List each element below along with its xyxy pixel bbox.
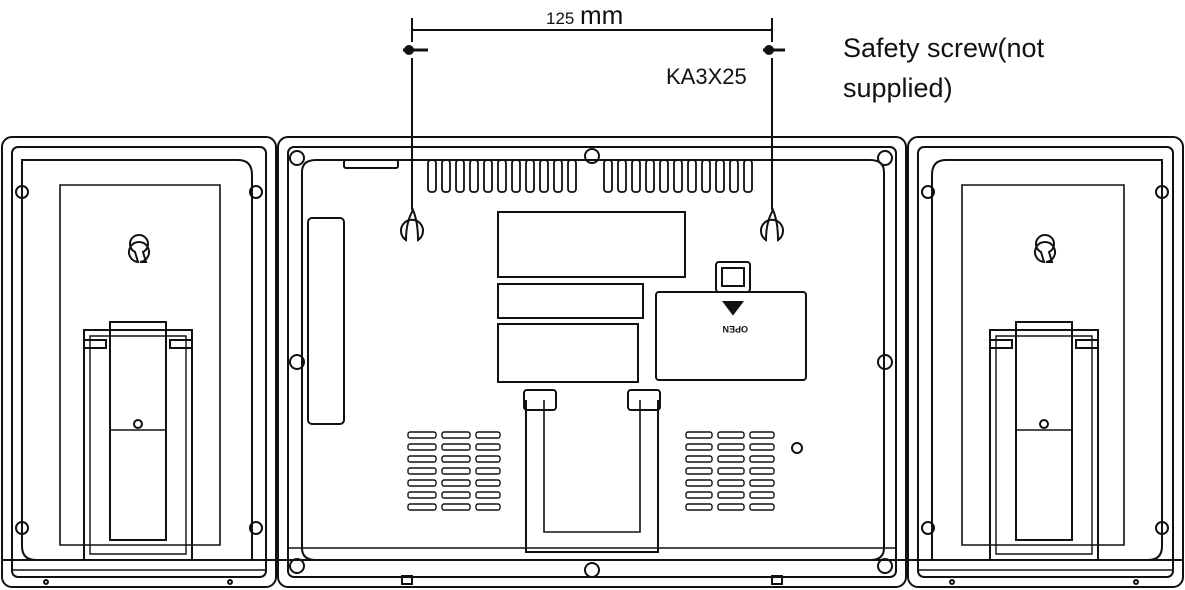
keyhole-icon: [400, 207, 424, 242]
screw-hole-icon: [249, 521, 263, 535]
screw-hole-icon: [289, 354, 305, 370]
screw-hole-icon: [584, 562, 600, 578]
bottom-vent-grille-right: [685, 431, 775, 511]
screw-hole-icon: [289, 558, 305, 574]
screw-model-label: KA3X25: [666, 64, 747, 89]
screw-hole-icon: [921, 521, 935, 535]
screw-hole-icon: [877, 558, 893, 574]
screw-hole-icon: [249, 185, 263, 199]
keyhole-icon: [760, 207, 784, 242]
label-area: [497, 211, 686, 278]
label-area: [497, 323, 639, 383]
dimension-number: 125: [546, 9, 574, 28]
keyhole-icon: [128, 233, 150, 264]
stand-bracket: [523, 389, 661, 553]
arrow-down-icon: [722, 301, 744, 316]
keyhole-icon: [1034, 233, 1056, 264]
screw-hole-icon: [15, 521, 29, 535]
side-handle: [307, 217, 345, 425]
screw-hole-icon: [791, 442, 803, 454]
screw-hole-icon: [921, 185, 935, 199]
stand-bracket: [1015, 321, 1073, 541]
bottom-vent-grille-left: [407, 431, 501, 511]
stand-bracket: [109, 321, 167, 541]
right-speaker-panel: [907, 136, 1184, 588]
safety-note-line1: Safety screw(not: [843, 33, 1045, 63]
screw-hole-icon: [877, 354, 893, 370]
main-unit-back: OPEN: [277, 136, 907, 588]
screw-hole-icon: [584, 148, 600, 164]
safety-note-line2: supplied): [843, 73, 953, 103]
screw-hole-icon: [877, 150, 893, 166]
dimension-annotation: 125 mm: [411, 0, 773, 42]
screw-hole-icon: [15, 185, 29, 199]
label-area: [497, 283, 644, 319]
top-vent-grille: [427, 159, 753, 193]
battery-open-label: OPEN: [722, 324, 748, 334]
screw-icon-right: [763, 45, 785, 55]
screw-hole-icon: [1155, 185, 1169, 199]
battery-cover: OPEN: [655, 261, 807, 381]
screw-icon-left: [403, 45, 428, 55]
screw-hole-icon: [1155, 521, 1169, 535]
screw-hole-icon: [289, 150, 305, 166]
left-speaker-panel: [1, 136, 277, 588]
dimension-unit: mm: [580, 0, 623, 30]
